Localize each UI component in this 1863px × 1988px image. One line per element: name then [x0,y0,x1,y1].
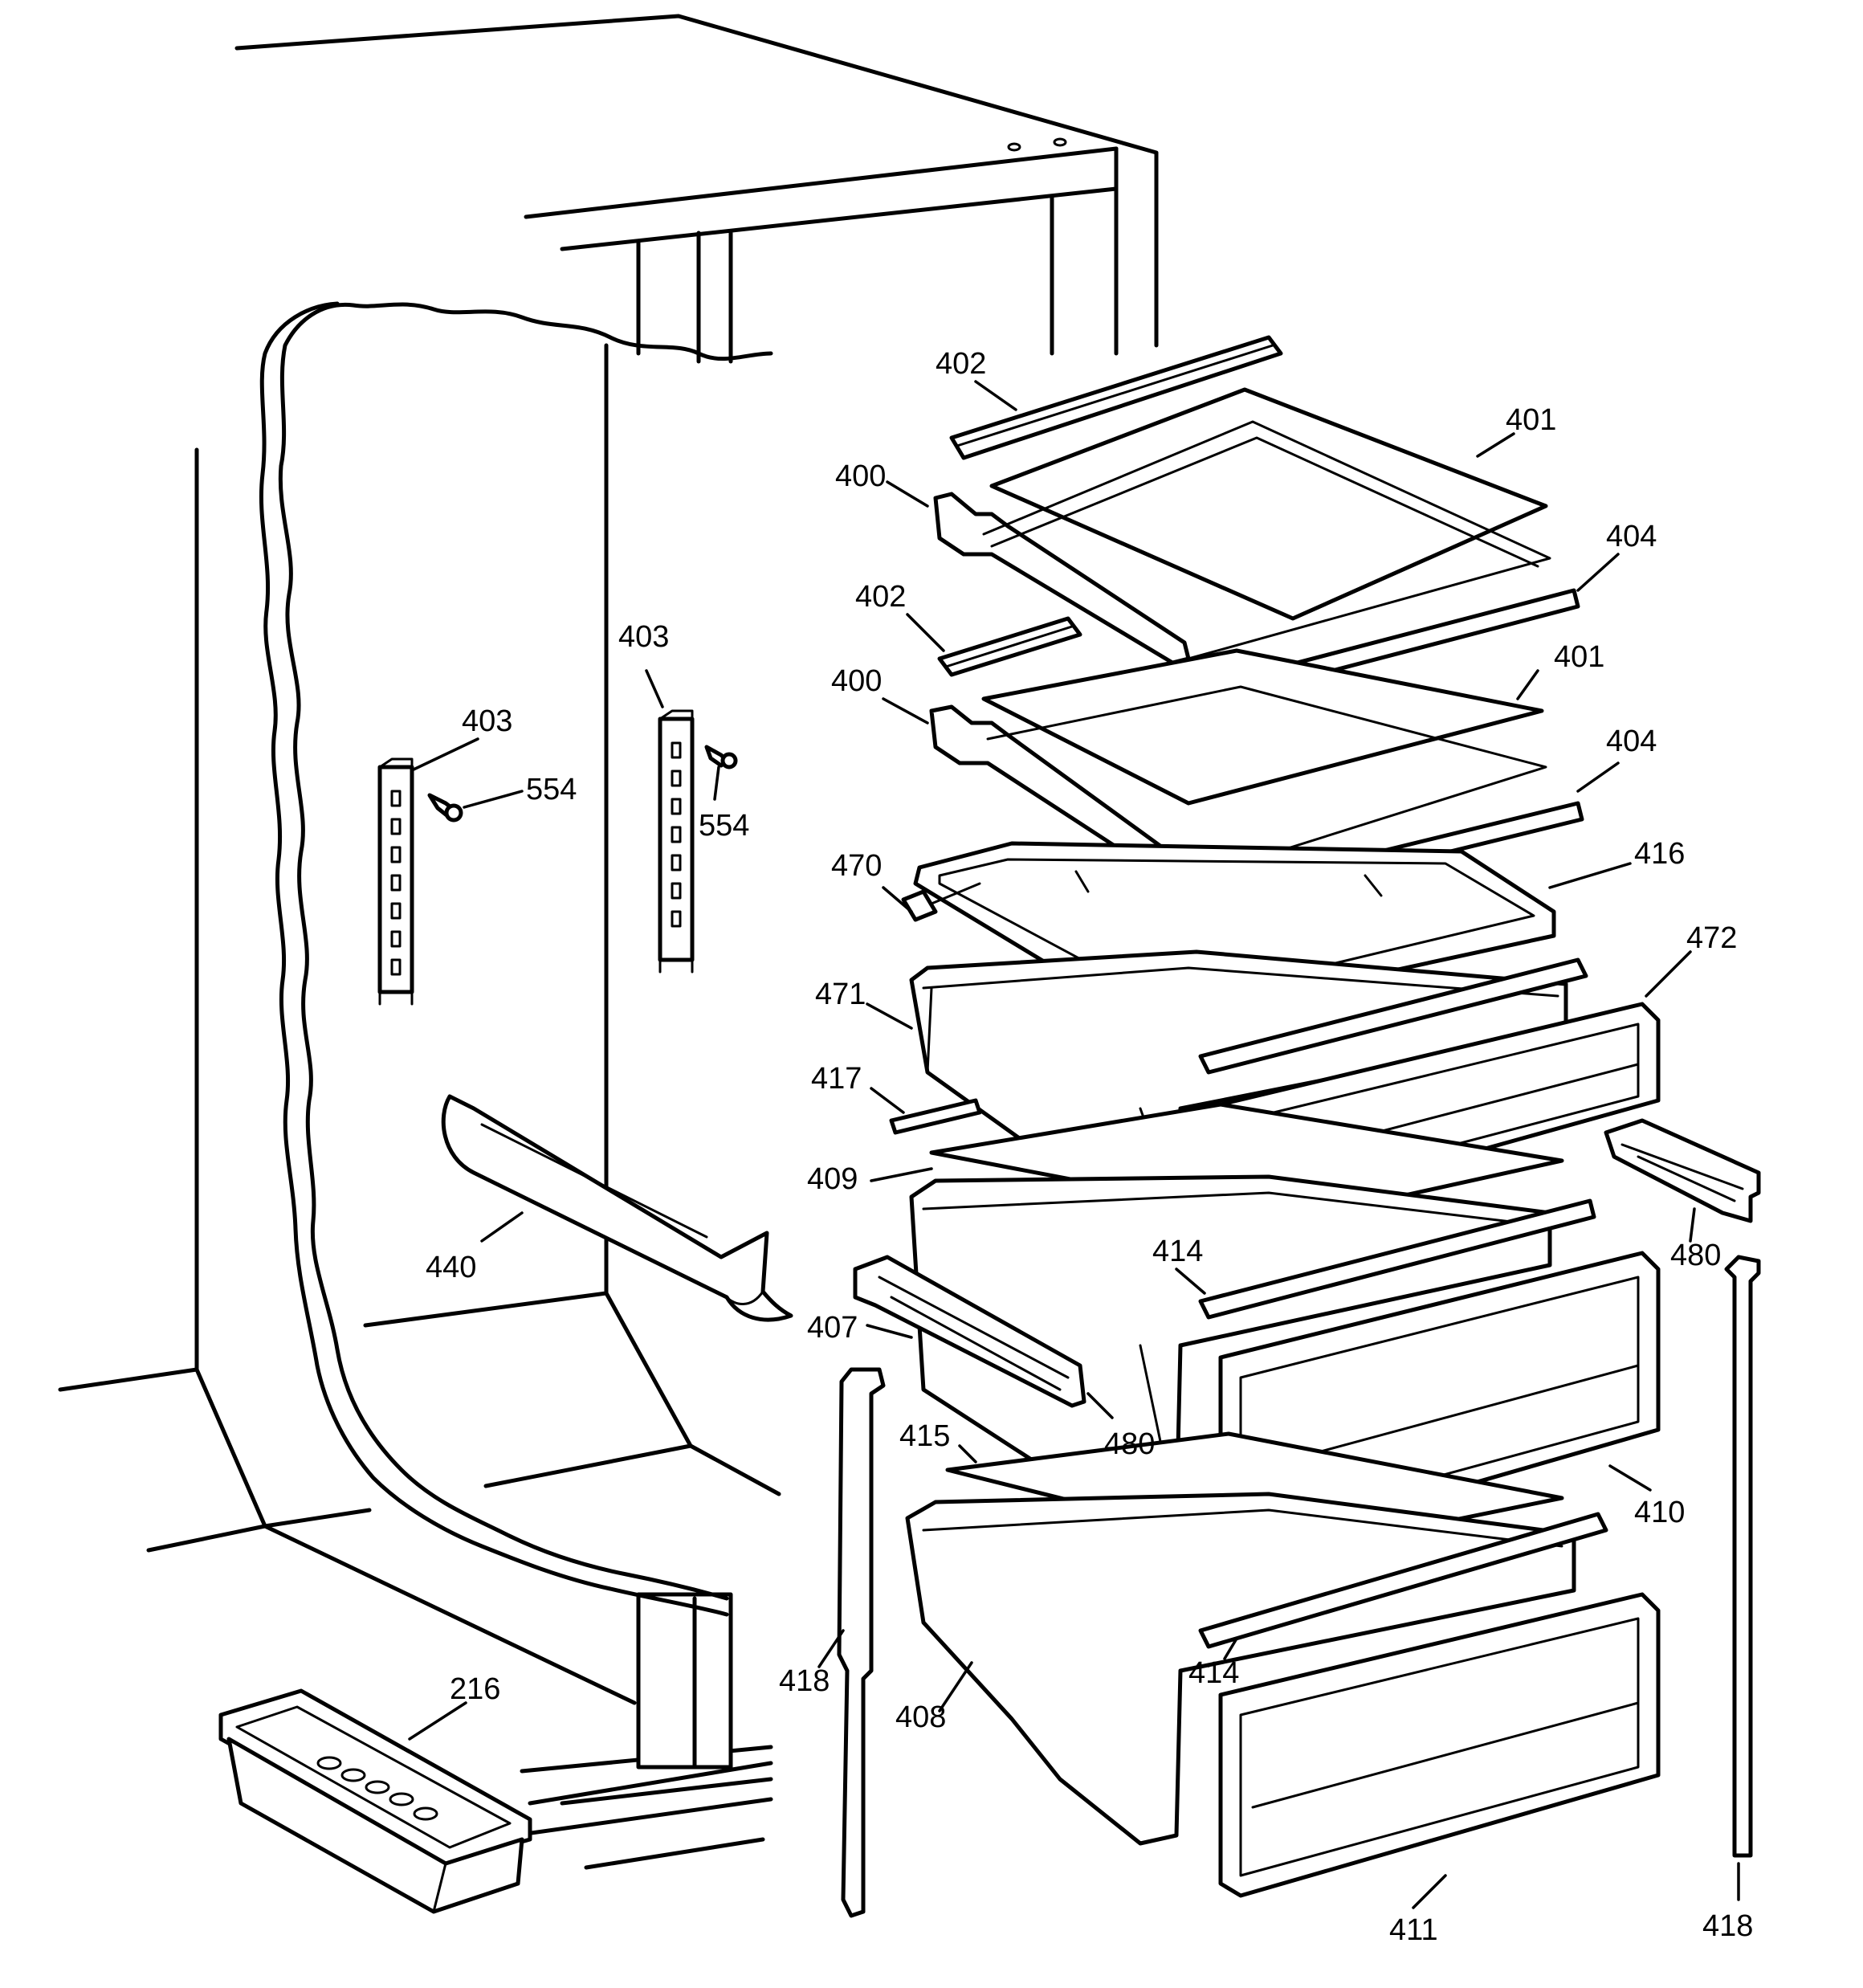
drawer-front-411 [1218,1592,1661,1898]
part-216-bin [218,1688,532,1914]
label-400-mid: 400 [831,664,882,698]
bracket-480-right [1604,1118,1761,1223]
label-554-left: 554 [526,773,577,806]
refrigerator-cabinet [58,14,1159,1870]
label-480-left: 480 [1104,1427,1155,1461]
label-418-right: 418 [1702,1909,1753,1943]
label-401-top: 401 [1506,403,1556,437]
crisper-pan-408 [905,1492,1608,1846]
label-411: 411 [1389,1913,1438,1947]
screw-left [427,793,463,823]
part-440-guard [441,1094,793,1322]
rail-418-left [837,1367,886,1918]
label-480-right: 480 [1670,1239,1721,1272]
shelf-support-right [658,709,695,974]
crisper-cover-416 [901,841,1556,1035]
rail-418-right [1724,1255,1761,1858]
label-407: 407 [807,1311,858,1345]
screw-right [704,745,738,769]
part-labels: 402 401 400 404 402 403 403 401 400 554 … [426,347,1753,1947]
label-470: 470 [831,849,882,883]
label-403-right: 403 [618,620,669,654]
label-554-right: 554 [699,809,749,843]
label-409: 409 [807,1162,858,1196]
label-404-top: 404 [1606,520,1657,553]
label-403-left: 403 [462,704,512,738]
label-472: 472 [1686,921,1737,955]
label-400-top: 400 [835,459,886,493]
leader-lines [408,380,1740,1909]
label-414-bottom: 414 [1188,1656,1239,1690]
label-471: 471 [815,978,866,1011]
label-401-mid: 401 [1554,640,1604,674]
label-410: 410 [1634,1496,1685,1529]
label-414-mid: 414 [1152,1235,1203,1268]
bracket-480-left [853,1255,1086,1408]
label-402-top: 402 [936,347,986,381]
label-404-mid: 404 [1606,725,1657,758]
label-408: 408 [895,1700,946,1734]
label-415: 415 [899,1419,950,1453]
label-417: 417 [811,1062,862,1096]
label-418-left: 418 [779,1664,830,1698]
shelf-support-left [377,757,414,1006]
label-440: 440 [426,1251,476,1284]
label-402-mid: 402 [855,580,906,614]
label-216: 216 [450,1672,500,1706]
label-416: 416 [1634,837,1685,871]
